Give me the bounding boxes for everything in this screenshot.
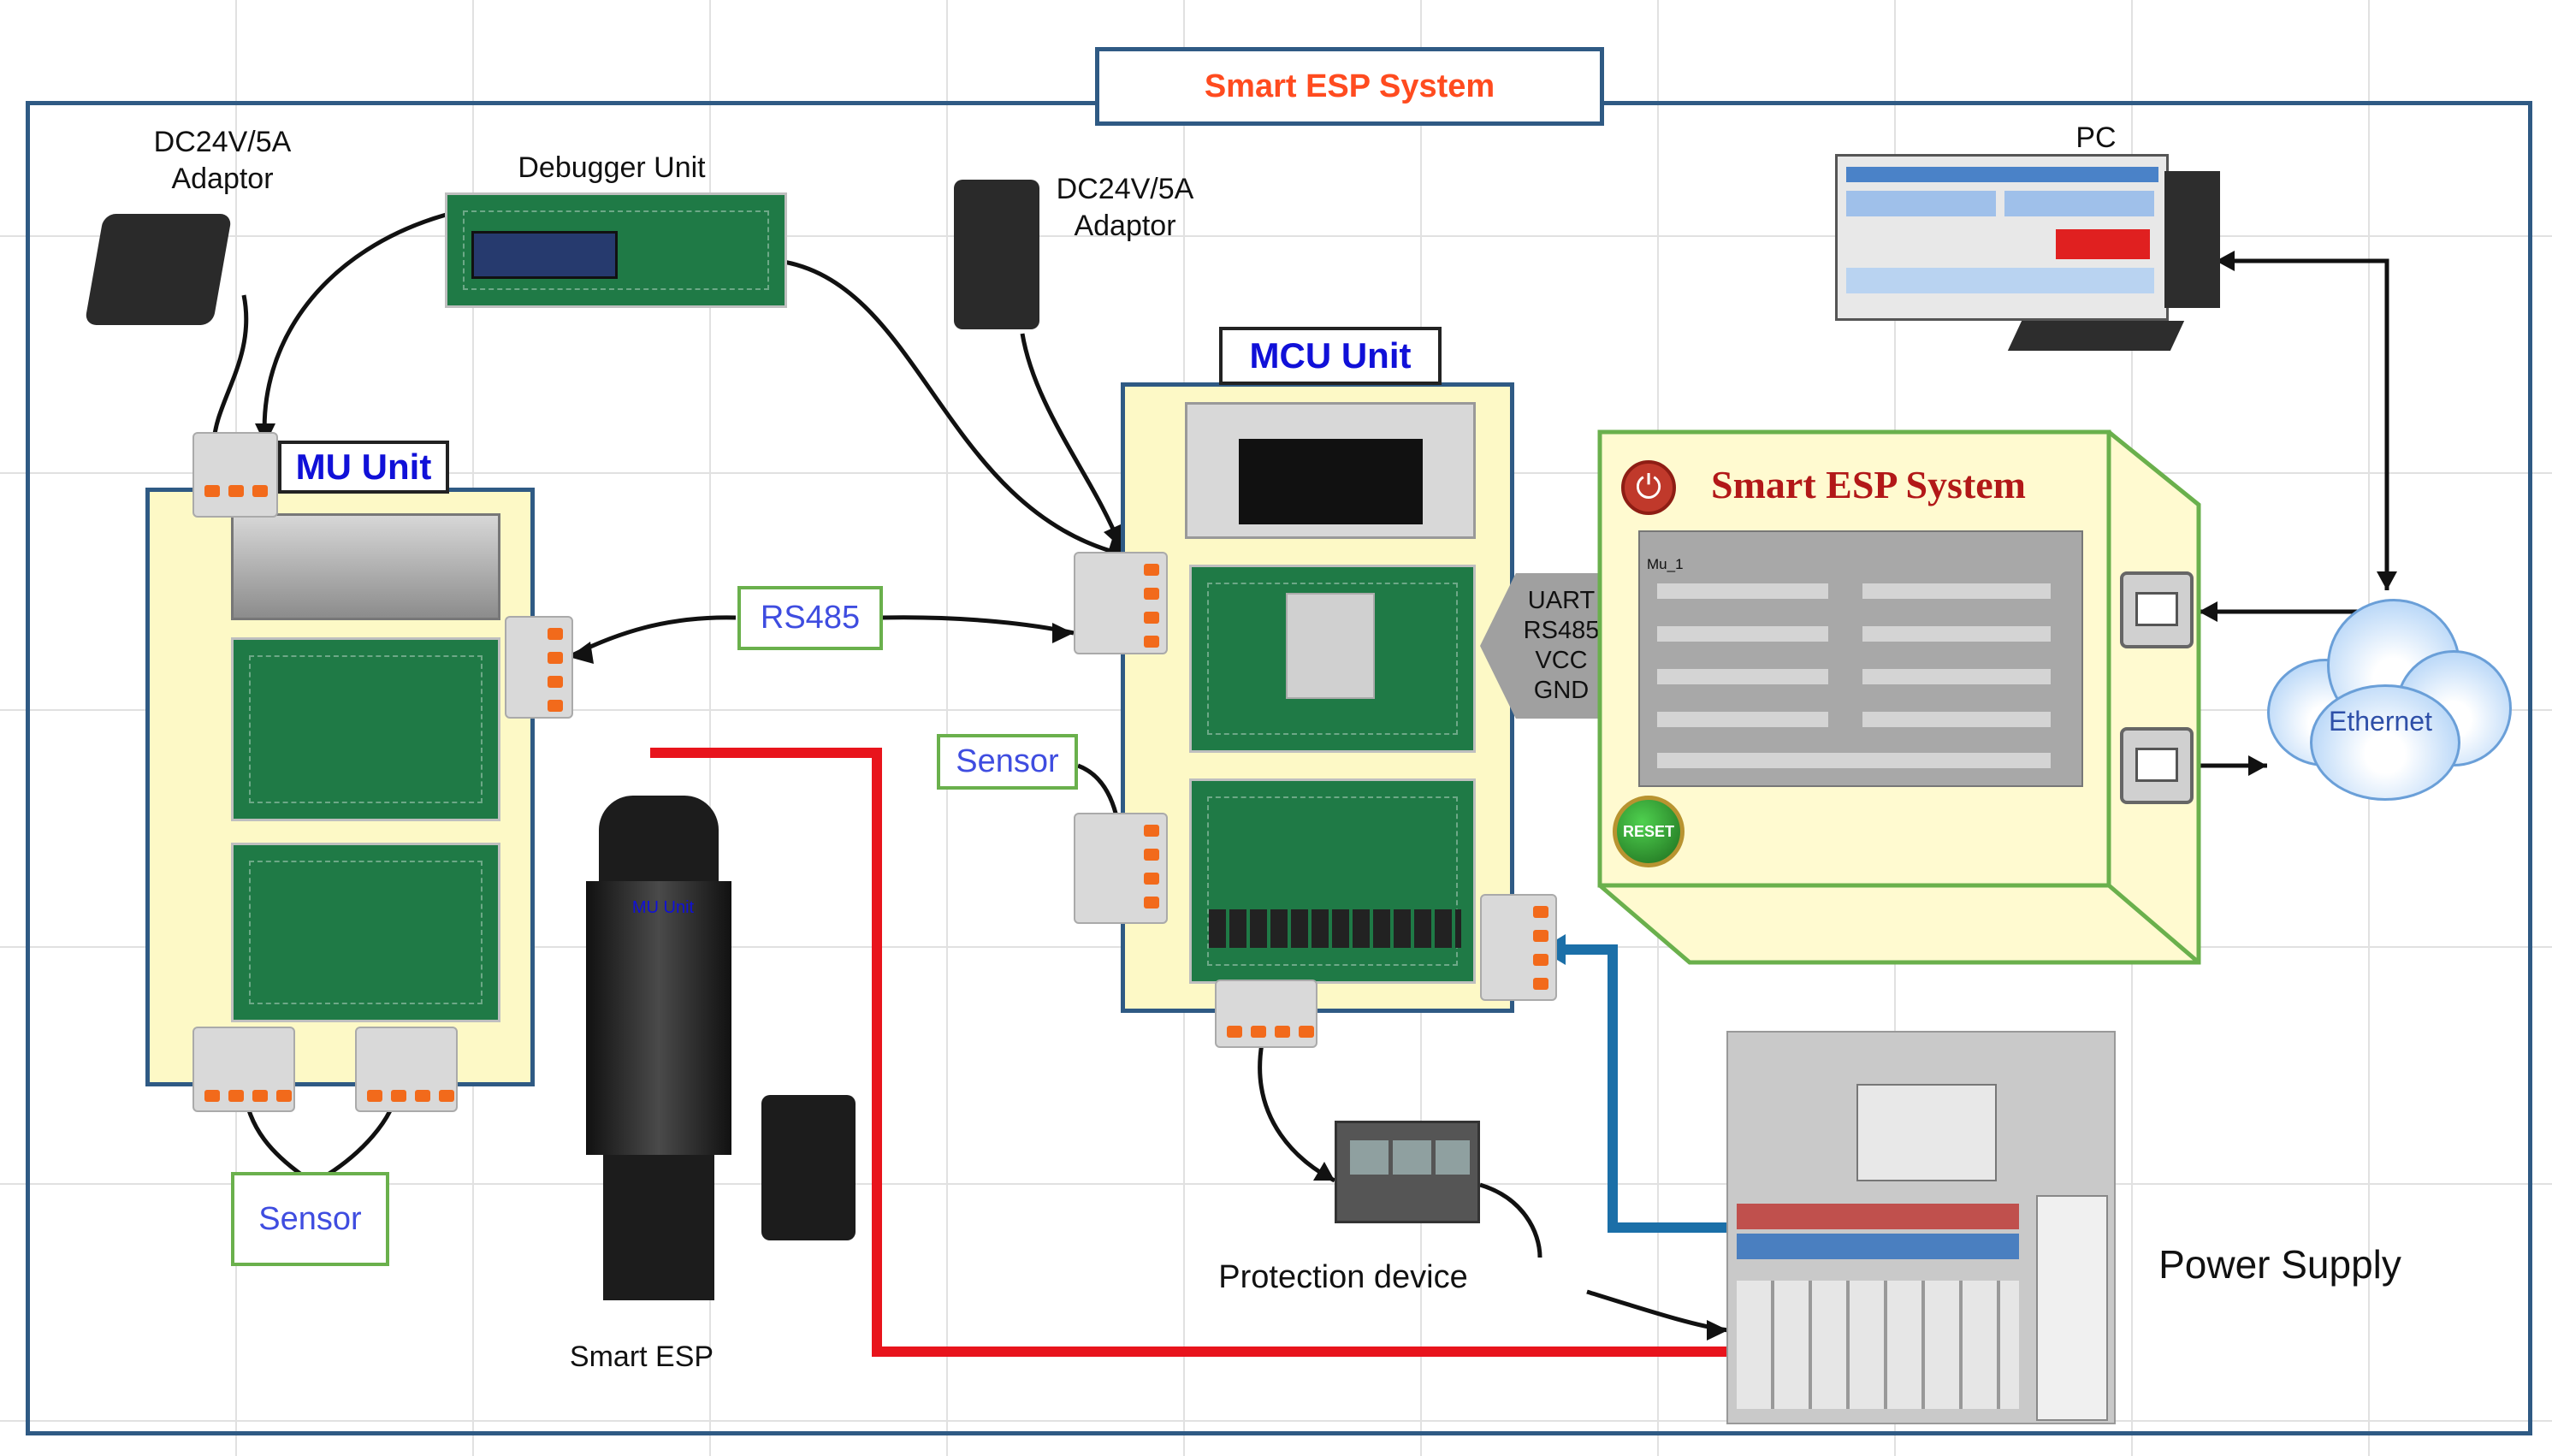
- terminal-block: [192, 1027, 295, 1112]
- mcu-unit-title: MCU Unit: [1219, 327, 1442, 385]
- terminal-block: [192, 432, 278, 518]
- interface-rs485: RS485: [1523, 617, 1600, 645]
- pc-stand-icon: [2007, 321, 2185, 351]
- adaptor-left-label: DC24V/5A Adaptor: [153, 126, 292, 195]
- protection-device-icon: [1335, 1121, 1480, 1223]
- mu-board-bottom: [231, 843, 500, 1022]
- power-panel-icon: [1726, 1031, 2116, 1424]
- sensor-mid-label: Sensor: [937, 734, 1078, 790]
- rs485-label: RS485: [737, 586, 883, 650]
- pc-tower-icon: [2164, 171, 2220, 308]
- interface-vcc: VCC: [1535, 647, 1588, 674]
- mcu-board-bottom: [1189, 778, 1476, 984]
- terminal-block: [355, 1027, 458, 1112]
- interface-uart: UART: [1527, 587, 1596, 615]
- window-name: Mu_1: [1647, 556, 1684, 572]
- mcu-display-icon: [1185, 402, 1476, 539]
- debugger-label: Debugger Unit: [518, 151, 706, 184]
- smart-esp-label: Smart ESP: [569, 1341, 714, 1373]
- ethernet-label: Ethernet: [2329, 706, 2432, 737]
- mu-board-top: [231, 637, 500, 821]
- pc-label: PC: [2075, 121, 2117, 154]
- pump-tag: MU Unit: [631, 898, 695, 917]
- mu-unit-title: MU Unit: [278, 441, 449, 494]
- pc-monitor-icon: [1835, 154, 2169, 321]
- debugger-lcd: [471, 231, 618, 279]
- diagram-title: Smart ESP System: [1095, 47, 1604, 126]
- power-button-icon[interactable]: ⏻: [1621, 460, 1676, 515]
- power-supply-label: Power Supply: [2158, 1242, 2401, 1287]
- terminal-block: [505, 616, 573, 719]
- sensor-bottom-label: Sensor: [231, 1172, 389, 1266]
- protection-label: Protection device: [1218, 1259, 1468, 1295]
- rj45-port-icon: [2120, 727, 2194, 804]
- reset-button-icon[interactable]: RESET: [1613, 796, 1685, 867]
- terminal-block: [1074, 552, 1168, 654]
- interface-gnd: GND: [1533, 676, 1590, 704]
- terminal-block: [1480, 894, 1557, 1001]
- adaptor-mid-label: DC24V/5A Adaptor: [1056, 173, 1194, 242]
- mu-housing: [231, 513, 500, 620]
- panel-title: Smart ESP System: [1711, 463, 2026, 506]
- terminal-block: [1215, 980, 1317, 1048]
- pump-outlet-icon: [761, 1095, 856, 1240]
- adaptor-mid-icon: [954, 180, 1039, 329]
- debugger-board-icon: [445, 192, 787, 308]
- pump-icon: MU Unit: [569, 796, 749, 1317]
- rj45-port-icon: [2120, 571, 2194, 648]
- status-window: Mu_1: [1638, 530, 2083, 787]
- terminal-block: [1074, 813, 1168, 924]
- adaptor-left-icon: [84, 214, 233, 325]
- ethernet-cloud-icon: Ethernet: [2250, 590, 2512, 804]
- mcu-board-top: [1189, 565, 1476, 753]
